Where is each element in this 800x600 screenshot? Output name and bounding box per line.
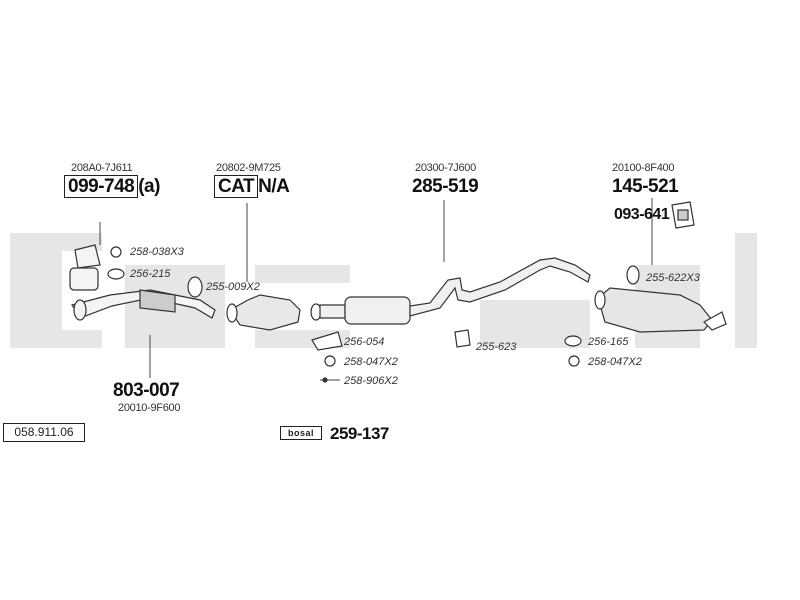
mounting-kit-part-number: 093-641 [614,206,670,223]
accessory-rubber-mid: 255-623 [476,341,517,353]
bosal-logo: bosal [280,426,322,440]
leader-lines [99,198,653,381]
center-pipe-part-number: 285-519 [412,176,479,197]
catalog-number: 058.911.06 [3,423,85,442]
accessory-clamp-front: 255-009X2 [206,281,260,293]
front-pipe-suffix: (a) [138,176,160,197]
front-accessories [107,246,203,298]
catalyst-part-number: CAT [214,175,259,198]
rear-accessories [564,201,695,367]
accessory-nut-mid: 258-047X2 [344,356,398,368]
catalyst-suffix: N/A [258,176,290,197]
catalyst-oem-number: 20802-9M725 [216,162,281,174]
accessory-gasket-rear: 256-165 [588,336,629,348]
accessory-nut-front: 258-038X3 [130,246,184,258]
mid-accessories [311,329,471,383]
downpipe-part-number: 803-007 [113,380,180,401]
downpipe-oem-number: 20010-9F600 [118,402,181,414]
rear-silencer-part-number: 145-521 [612,176,679,197]
accessory-gasket-front: 256-215 [130,268,171,280]
front-pipe-part-number: 099-748 [64,175,139,198]
kit-part-number: 259-137 [330,424,389,443]
catalytic-converter-part [226,294,301,331]
rear-silencer-oem-number: 20100-8F400 [612,162,675,174]
accessory-bolt-mid: 258-906X2 [344,375,398,387]
front-pipe-oem-number: 208A0-7J611 [71,162,133,174]
accessory-gasket-mid: 256-054 [344,336,385,348]
accessory-rubber-rear: 255-622X3 [646,272,700,284]
center-pipe-part [310,257,591,325]
accessory-nut-rear: 258-047X2 [588,356,642,368]
center-pipe-oem-number: 20300-7J600 [415,162,476,174]
rear-silencer-part [594,287,727,333]
front-pipe-part-label: 099-748(a) [64,175,160,198]
front-pipe-part [69,244,216,321]
